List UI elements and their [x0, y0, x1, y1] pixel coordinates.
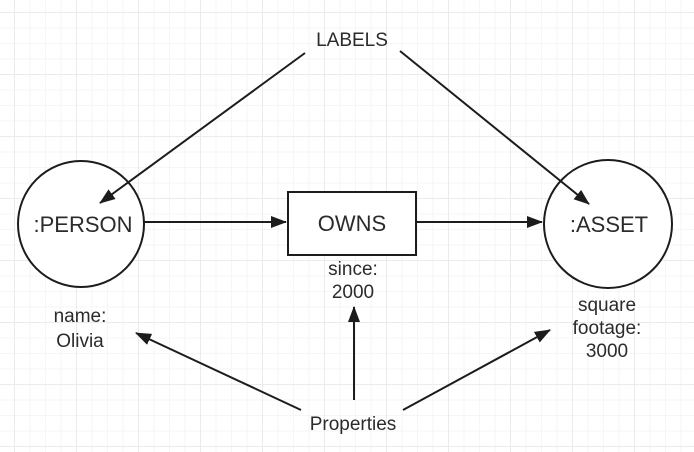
person-property-line1: name:	[54, 306, 107, 327]
asset-property-line3: 3000	[586, 341, 628, 362]
owns-property-line2: 2000	[332, 282, 374, 303]
asset-node[interactable]: :ASSET	[543, 159, 673, 289]
owns-property-line1: since:	[328, 259, 378, 280]
asset-property-text[interactable]: square footage: 3000	[573, 295, 642, 362]
labels-caption[interactable]: LABELS	[316, 30, 388, 51]
person-property-text[interactable]: name: Olivia	[54, 306, 107, 352]
owns-label: OWNS	[318, 211, 386, 236]
owns-property-text[interactable]: since: 2000	[328, 259, 378, 303]
properties-caption[interactable]: Properties	[310, 414, 397, 435]
arrow-labels-to-asset[interactable]	[399, 50, 590, 205]
arrow-labels-to-person[interactable]	[99, 52, 306, 204]
arrow-properties-to-person-property[interactable]	[135, 332, 302, 411]
person-node[interactable]: :PERSON	[17, 160, 145, 288]
arrow-properties-to-asset-property[interactable]	[402, 329, 551, 411]
owns-relationship[interactable]: OWNS	[287, 191, 417, 256]
asset-property-line1: square	[578, 295, 636, 316]
person-property-line2: Olivia	[56, 331, 104, 352]
asset-label: :ASSET	[570, 212, 648, 237]
asset-property-line2: footage:	[573, 318, 642, 339]
person-label: :PERSON	[33, 212, 132, 237]
owns-box[interactable]	[287, 191, 417, 256]
